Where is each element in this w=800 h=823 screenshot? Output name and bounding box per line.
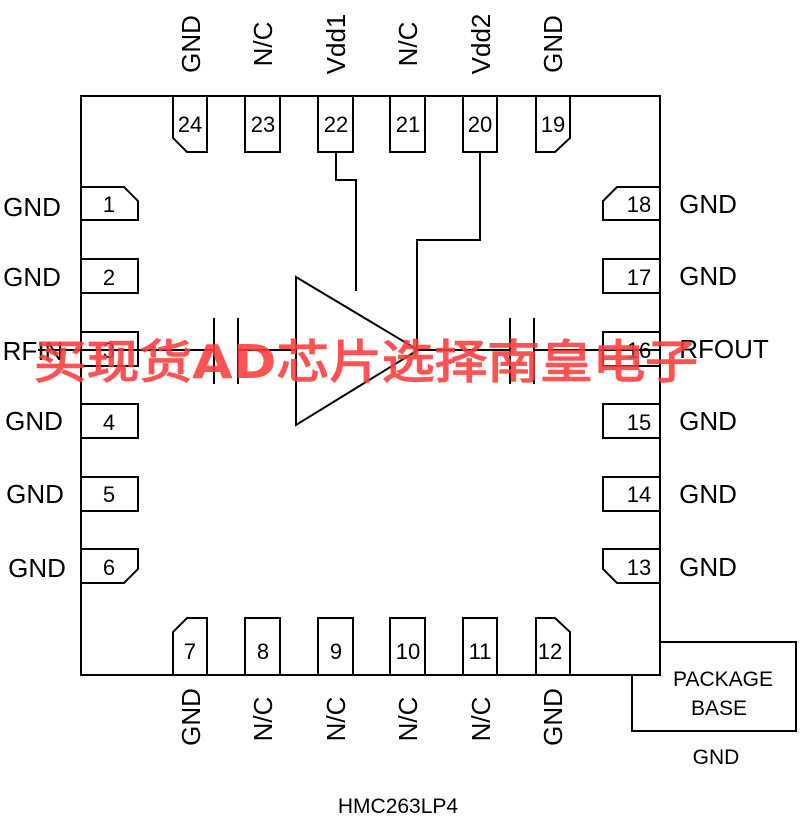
pin-6-number: 6 <box>103 555 115 580</box>
pin-18-pad <box>602 186 660 221</box>
pin-10-number: 10 <box>396 639 420 664</box>
pin-14-pad <box>602 476 660 512</box>
vdd2-trace <box>416 152 481 350</box>
pin-1-number: 1 <box>103 192 115 217</box>
pin-13-name: GND <box>679 552 737 582</box>
pin-24-number: 24 <box>178 112 202 137</box>
pin-4-name: GND <box>5 406 63 436</box>
pin-23-pad <box>244 96 281 153</box>
pin-12-pad <box>535 617 571 675</box>
pin-15-name: GND <box>679 406 737 436</box>
pin-18-number: 18 <box>627 192 651 217</box>
pin-3-number: 3 <box>103 338 115 363</box>
pin-14-name: GND <box>679 479 737 509</box>
pin-13-number: 13 <box>627 555 651 580</box>
pin-6-name: GND <box>8 553 66 583</box>
pin-2-pad <box>81 258 139 294</box>
pin-9-pad <box>317 617 354 675</box>
pin-16-name: RFOUT <box>679 334 769 364</box>
pin-14-number: 14 <box>627 482 651 507</box>
pin-6-pad <box>81 548 139 584</box>
pin-9-name: N/C <box>321 697 351 742</box>
pin-15-pad <box>602 403 660 439</box>
pin-7-name: GND <box>176 688 206 746</box>
pin-15-number: 15 <box>627 410 651 435</box>
pin-19-name: GND <box>538 15 568 73</box>
pin-20-number: 20 <box>468 112 492 137</box>
pin-19-number: 19 <box>541 112 565 137</box>
pin-9-number: 9 <box>330 639 342 664</box>
pin-21-name: N/C <box>393 22 423 67</box>
pin-23-name: N/C <box>248 22 278 67</box>
pin-11-pad <box>462 617 498 675</box>
pin-18-name: GND <box>679 189 737 219</box>
pin-23-number: 23 <box>251 112 275 137</box>
pin-8-number: 8 <box>257 639 269 664</box>
pin-22-number: 22 <box>324 112 348 137</box>
pin-10-pad <box>389 617 426 675</box>
pin-13-pad <box>602 548 660 584</box>
pin-5-number: 5 <box>103 482 115 507</box>
pin-4-pad <box>81 403 139 439</box>
pin-24-pad <box>172 96 208 153</box>
package-base-ground-label: GND <box>693 746 740 769</box>
pin-24-name: GND <box>176 15 206 73</box>
package-base-box <box>631 641 797 732</box>
pin-22-name: Vdd1 <box>321 14 351 75</box>
pin-21-pad <box>389 96 426 153</box>
pin-12-number: 12 <box>538 639 562 664</box>
pin-10-name: N/C <box>393 697 423 742</box>
pin-7-number: 7 <box>184 639 196 664</box>
pin-8-name: N/C <box>248 697 278 742</box>
package-base-label-line1: PACKAGE <box>673 668 773 691</box>
pin-7-pad <box>172 617 208 675</box>
pin-12-name: GND <box>538 688 568 746</box>
watermark-text: 买现货AD芯片选择南皇电子 <box>34 335 698 389</box>
part-number: HMC263LP4 <box>338 795 459 818</box>
pin-19-pad <box>535 96 571 153</box>
package-outline <box>80 95 661 676</box>
pin-1-name: GND <box>3 192 61 222</box>
package-base-label-line2: BASE <box>691 697 747 720</box>
pin-16-number: 16 <box>627 338 651 363</box>
pin-17-pad <box>602 258 660 294</box>
vdd1-trace <box>335 152 357 291</box>
pin-17-number: 17 <box>627 265 651 290</box>
pin-5-name: GND <box>6 479 64 509</box>
pin-1-pad <box>81 186 139 221</box>
pin-4-number: 4 <box>103 410 115 435</box>
pin-11-name: N/C <box>466 697 496 742</box>
pin-20-name: Vdd2 <box>466 14 496 75</box>
pin-2-number: 2 <box>103 265 115 290</box>
pin-3-name: RFIN <box>3 336 64 366</box>
pin-21-number: 21 <box>396 112 420 137</box>
pin-5-pad <box>81 476 139 512</box>
pin-11-number: 11 <box>469 639 492 664</box>
pin-8-pad <box>244 617 281 675</box>
pin-2-name: GND <box>3 262 61 292</box>
pin-17-name: GND <box>679 261 737 291</box>
